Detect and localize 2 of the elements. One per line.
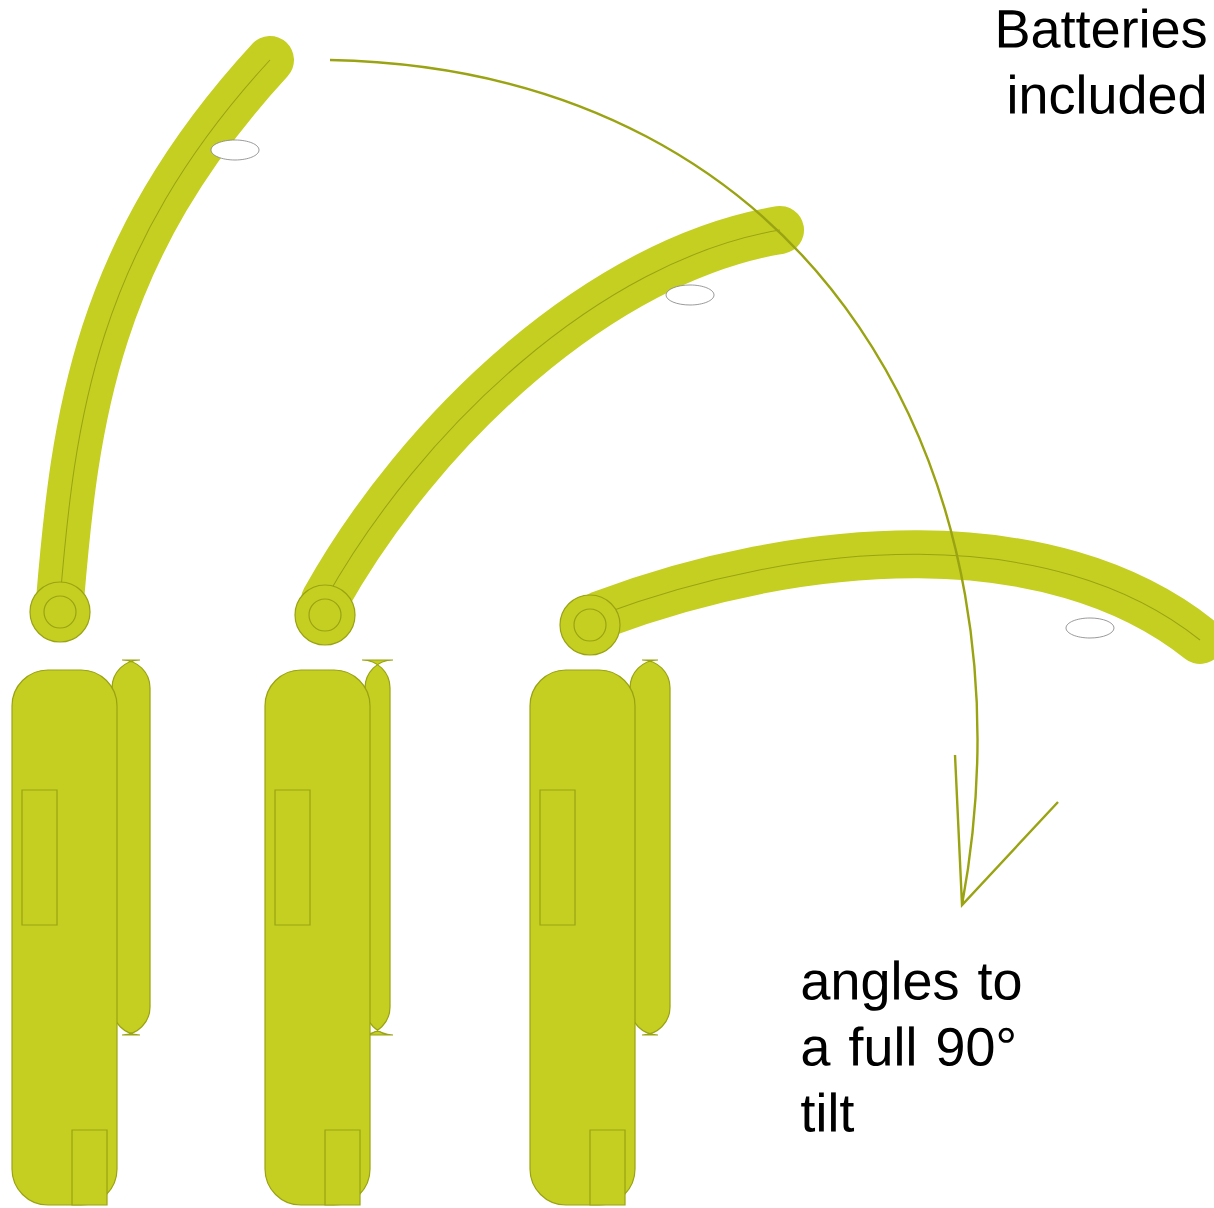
callout-text: Batteries included [998,8,1206,115]
callout-text: angles to a full 90° tilt [801,960,1021,1132]
